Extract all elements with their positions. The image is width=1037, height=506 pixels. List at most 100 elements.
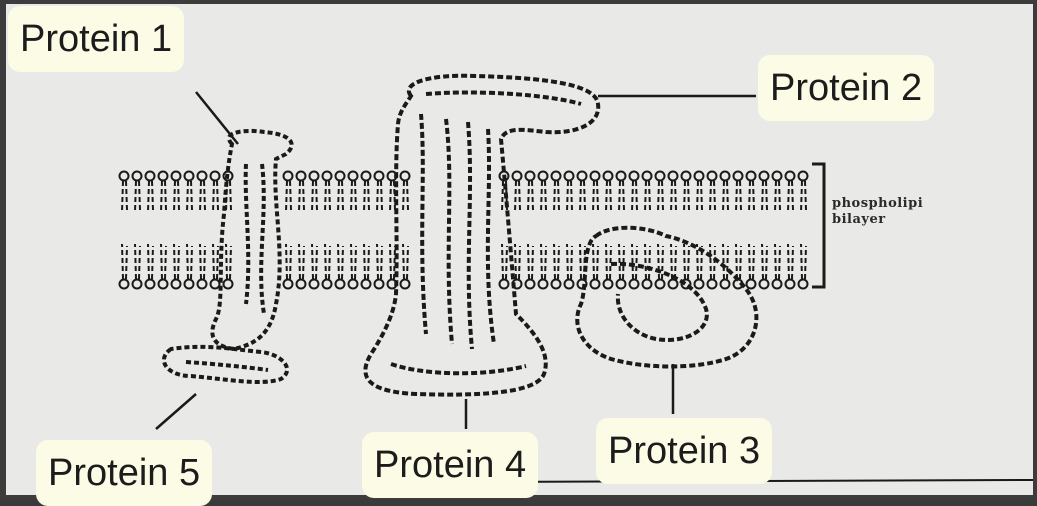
lipid-head bbox=[336, 280, 345, 289]
lipid-tail bbox=[671, 244, 676, 279]
lipid-tail bbox=[377, 244, 382, 279]
lipid-tail bbox=[364, 181, 369, 212]
lipid-tail bbox=[541, 244, 546, 279]
protein-3-label: Protein 3 bbox=[596, 418, 772, 484]
lipid-tail bbox=[528, 181, 533, 212]
lipid-tail bbox=[187, 181, 192, 212]
lipid-tail bbox=[762, 244, 767, 279]
lipid-tail bbox=[801, 181, 806, 212]
protein-5-leader bbox=[156, 394, 196, 429]
lipid-tail bbox=[122, 244, 127, 279]
lipid-tail bbox=[775, 244, 780, 279]
lipid-head bbox=[760, 280, 769, 289]
lipid-head bbox=[630, 280, 639, 289]
lipid-head bbox=[172, 280, 181, 289]
lipid-tail bbox=[671, 181, 676, 212]
lipid-head bbox=[643, 172, 652, 181]
lipid-head bbox=[284, 172, 293, 181]
lipid-tail bbox=[554, 244, 559, 279]
lipid-tail bbox=[684, 244, 689, 279]
lipid-head bbox=[617, 172, 626, 181]
lipid-tail bbox=[619, 244, 624, 279]
lipid-tail bbox=[338, 181, 343, 212]
lipid-tail bbox=[161, 244, 166, 279]
lipid-head bbox=[323, 280, 332, 289]
lipid-head bbox=[773, 172, 782, 181]
lipid-head bbox=[362, 172, 371, 181]
lipid-tail bbox=[351, 181, 356, 212]
lipid-head bbox=[630, 172, 639, 181]
lipid-tail bbox=[632, 244, 637, 279]
lipid-head bbox=[669, 172, 678, 181]
lipid-head bbox=[211, 280, 220, 289]
lipid-tail bbox=[749, 181, 754, 212]
lipid-tail bbox=[567, 181, 572, 212]
lipid-head bbox=[500, 280, 509, 289]
protein-5-label: Protein 5 bbox=[36, 440, 212, 506]
protein-1-leader bbox=[196, 92, 238, 144]
protein-2-label: Protein 2 bbox=[758, 55, 934, 121]
lipid-head bbox=[133, 172, 142, 181]
lipid-head bbox=[799, 172, 808, 181]
lipid-head bbox=[323, 172, 332, 181]
lipid-tail bbox=[213, 181, 218, 212]
lipid-head bbox=[617, 280, 626, 289]
lipid-tail bbox=[697, 181, 702, 212]
lipid-head bbox=[159, 280, 168, 289]
lipid-tail bbox=[502, 244, 507, 279]
lipid-head bbox=[721, 280, 730, 289]
lipid-head bbox=[336, 172, 345, 181]
bilayer-label: phospholipi bilayer bbox=[832, 196, 923, 227]
lipid-tail bbox=[619, 181, 624, 212]
lipid-head bbox=[198, 172, 207, 181]
lipid-head bbox=[747, 172, 756, 181]
lipid-head bbox=[526, 172, 535, 181]
lipid-head bbox=[565, 172, 574, 181]
lipid-head bbox=[172, 172, 181, 181]
lipid-tail bbox=[606, 244, 611, 279]
lipid-tail bbox=[658, 181, 663, 212]
protein-4-shape bbox=[365, 76, 598, 395]
lipid-tail bbox=[390, 244, 395, 279]
lipid-head bbox=[185, 172, 194, 181]
lipid-head bbox=[721, 172, 730, 181]
lipid-tail bbox=[762, 181, 767, 212]
lipid-tail bbox=[736, 244, 741, 279]
leader-lines bbox=[156, 92, 756, 429]
lipid-tail bbox=[148, 244, 153, 279]
lipid-head bbox=[591, 172, 600, 181]
lipid-tail bbox=[403, 181, 408, 212]
lipid-tail bbox=[226, 244, 231, 279]
lipid-head bbox=[760, 172, 769, 181]
lipid-head bbox=[591, 280, 600, 289]
lipid-tail bbox=[286, 181, 291, 212]
lipid-head bbox=[401, 172, 410, 181]
lipid-head bbox=[120, 280, 129, 289]
lipid-head bbox=[211, 172, 220, 181]
lipid-head bbox=[643, 280, 652, 289]
lipid-tail bbox=[645, 244, 650, 279]
protein-3-shape bbox=[577, 228, 756, 367]
lipid-head bbox=[539, 280, 548, 289]
lipid-head bbox=[552, 280, 561, 289]
lipid-head bbox=[198, 280, 207, 289]
lipid-head bbox=[146, 280, 155, 289]
lipid-tail bbox=[658, 244, 663, 279]
lipid-head bbox=[297, 172, 306, 181]
lipid-head bbox=[297, 280, 306, 289]
lipid-head bbox=[146, 172, 155, 181]
lipid-head bbox=[695, 172, 704, 181]
lipid-tail bbox=[541, 181, 546, 212]
lipid-tail bbox=[632, 181, 637, 212]
lipid-tail bbox=[723, 181, 728, 212]
protein-1-shape bbox=[212, 131, 291, 349]
lipid-tail bbox=[187, 244, 192, 279]
lipid-tail bbox=[364, 244, 369, 279]
lipid-head bbox=[159, 172, 168, 181]
lipid-head bbox=[773, 280, 782, 289]
lipid-head bbox=[682, 172, 691, 181]
lipid-tail bbox=[788, 244, 793, 279]
bilayer-label-line-1: phospholipi bbox=[832, 196, 923, 212]
lipid-tail bbox=[684, 181, 689, 212]
lipid-head bbox=[656, 280, 665, 289]
